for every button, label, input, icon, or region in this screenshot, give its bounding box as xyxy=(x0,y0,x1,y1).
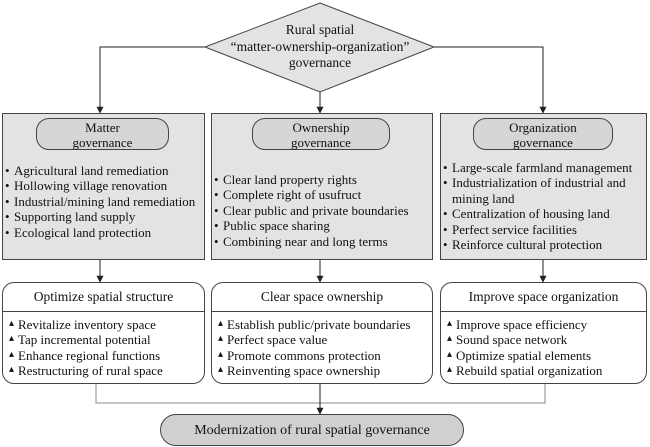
list-item: Reinventing space ownership xyxy=(218,362,432,378)
action-list: Revitalize inventory space Tap increment… xyxy=(9,316,204,379)
list-item: Optimize spatial elements xyxy=(447,347,645,363)
arrow-to-organization xyxy=(434,46,547,114)
list-item: Reinforce cultural protection xyxy=(443,237,646,253)
ownership-item-list: Clear land property rights Complete righ… xyxy=(214,172,432,249)
list-item: Complete right of usufruct xyxy=(214,187,432,203)
clear-ownership-box: Clear space ownership Establish public/p… xyxy=(211,282,433,384)
list-item: Establish public/private boundaries xyxy=(218,316,432,332)
list-item: Rebuild spatial organization xyxy=(447,362,645,378)
organization-item-list: Large-scale farmland management Industri… xyxy=(443,160,646,253)
list-item: Restructuring of rural space xyxy=(9,362,204,378)
list-item: Industrial/mining land remediation xyxy=(5,194,203,210)
top-line-2: “matter-ownership-organization” xyxy=(230,38,410,54)
list-item: Improve space efficiency xyxy=(447,316,645,332)
list-item: Sound space network xyxy=(447,331,645,347)
list-item: Clear public and private boundaries xyxy=(214,203,432,219)
action-list: Establish public/private boundaries Perf… xyxy=(218,316,432,379)
organization-header-line-1: Organization xyxy=(509,120,577,135)
top-line-3: governance xyxy=(288,55,352,70)
ownership-header-line-2: governance xyxy=(291,135,351,150)
list-item: Enhance regional functions xyxy=(9,347,204,363)
top-diamond-label: Rural spatial “matter-ownership-organiza… xyxy=(215,22,425,72)
matter-header-line-1: Matter xyxy=(85,120,120,135)
list-item: Public space sharing xyxy=(214,218,432,234)
ownership-governance-header: Ownership governance xyxy=(252,118,390,150)
list-item: Perfect service facilities xyxy=(443,222,646,238)
action-list: Improve space efficiency Sound space net… xyxy=(447,316,645,379)
ownership-header-line-1: Ownership xyxy=(292,120,350,135)
organization-governance-header: Organization governance xyxy=(473,118,613,150)
list-item: Centralization of housing land xyxy=(443,206,646,222)
matter-item-list: Agricultural land remediation Hollowing … xyxy=(5,163,203,240)
matter-header-line-2: governance xyxy=(72,135,133,150)
list-item: Promote commons protection xyxy=(218,347,432,363)
list-item: Combining near and long terms xyxy=(214,234,432,250)
optimize-structure-box: Optimize spatial structure Revitalize in… xyxy=(2,282,205,384)
improve-organization-box: Improve space organization Improve space… xyxy=(440,282,647,384)
modernization-box: Modernization of rural spatial governanc… xyxy=(160,414,464,446)
list-item: Perfect space value xyxy=(218,331,432,347)
list-item: Revitalize inventory space xyxy=(9,316,204,332)
list-item: Supporting land supply xyxy=(5,209,203,225)
list-item: Hollowing village renovation xyxy=(5,178,203,194)
goal-title: Optimize spatial structure xyxy=(33,289,174,304)
organization-header-line-2: governance xyxy=(513,135,573,150)
goal-title: Improve space organization xyxy=(468,289,619,304)
list-item: Clear land property rights xyxy=(214,172,432,188)
list-item: Large-scale farmland management xyxy=(443,160,646,176)
list-item: Agricultural land remediation xyxy=(5,163,203,179)
matter-governance-header: Matter governance xyxy=(36,118,169,150)
arrow-to-matter xyxy=(96,46,205,114)
top-line-1: Rural spatial xyxy=(285,22,355,37)
list-item: Industrialization of industrial and mini… xyxy=(443,175,646,206)
list-item: Tap incremental potential xyxy=(9,331,204,347)
list-item: Ecological land protection xyxy=(5,225,203,241)
goal-title: Clear space ownership xyxy=(260,289,384,304)
